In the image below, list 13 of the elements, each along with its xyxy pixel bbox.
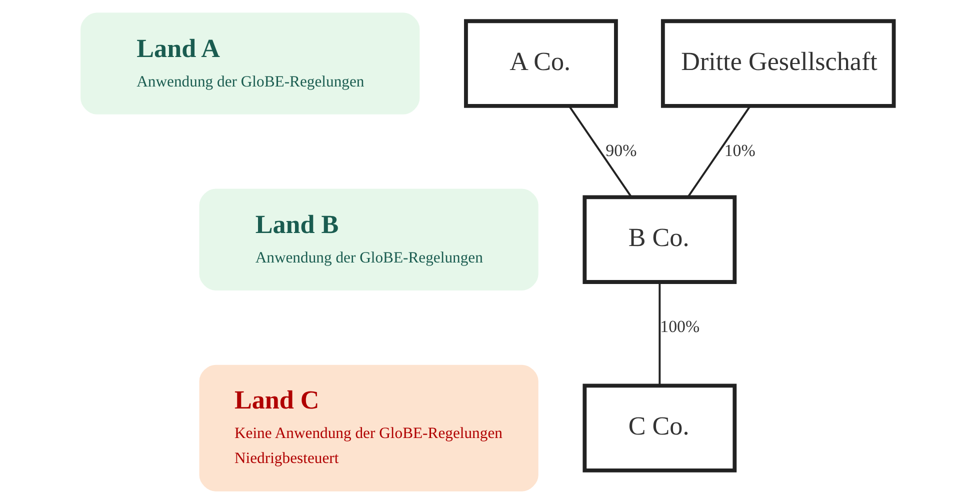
connector	[568, 105, 632, 198]
connector	[658, 282, 660, 386]
node-box: Land C Keine Anwendung der GloBE-Regelungen Niedrigbesteuert	[198, 364, 538, 492]
node-box: B Co.	[582, 195, 736, 284]
node-box: Land A Anwendung der GloBE-Regelungen	[80, 12, 420, 114]
edge-label: 90%	[605, 141, 636, 160]
node-box: Land B Anwendung der GloBE-Regelungen	[198, 188, 538, 290]
node-box: A Co.	[464, 19, 618, 108]
edge-label: 100%	[660, 317, 700, 336]
node-box: C Co.	[582, 384, 736, 472]
connector	[686, 105, 751, 198]
edge-label: 10%	[724, 141, 755, 160]
node-box: Dritte Gesellschaft	[660, 19, 896, 108]
